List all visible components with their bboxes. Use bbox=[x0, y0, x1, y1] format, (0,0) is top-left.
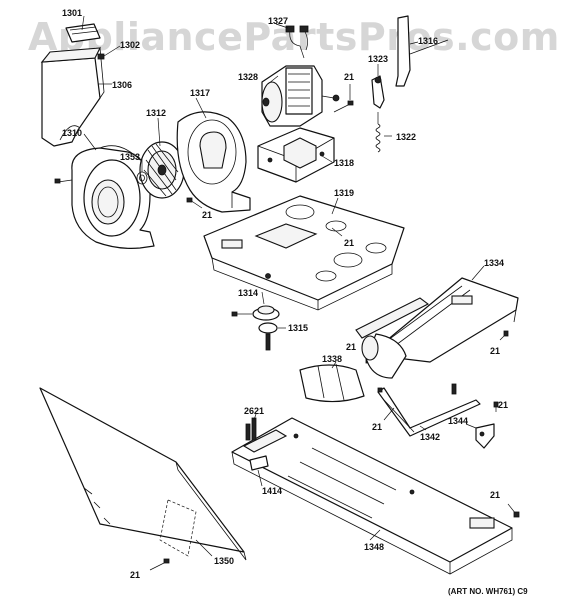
clip-screw bbox=[493, 401, 499, 412]
motor-screw bbox=[333, 100, 354, 113]
label-21-motor: 21 bbox=[344, 72, 354, 82]
blower-housing-1317 bbox=[176, 111, 251, 213]
label-1350: 1350 bbox=[214, 556, 234, 566]
rail-screw-right bbox=[499, 330, 509, 341]
label-1302: 1302 bbox=[120, 40, 140, 50]
front-panel-1350 bbox=[39, 387, 247, 561]
label-1353: 1353 bbox=[120, 152, 140, 162]
harness-1327 bbox=[285, 25, 309, 59]
blower-housing-1310 bbox=[71, 145, 155, 249]
label-1319: 1319 bbox=[334, 188, 354, 198]
art-number: (ART NO. WH761) C9 bbox=[448, 587, 528, 596]
label-1301: 1301 bbox=[62, 8, 82, 18]
base-screw-right bbox=[507, 503, 520, 518]
label-1315: 1315 bbox=[288, 323, 308, 333]
duct-1306 bbox=[40, 46, 105, 147]
base-1319 bbox=[203, 195, 405, 311]
motor-mount-1318 bbox=[257, 127, 335, 183]
label-1328: 1328 bbox=[238, 72, 258, 82]
label-1310: 1310 bbox=[62, 128, 82, 138]
idler-arm-1323 bbox=[371, 75, 385, 109]
label-1306: 1306 bbox=[112, 80, 132, 90]
base-pan-1348 bbox=[231, 417, 513, 575]
part-1414 bbox=[249, 455, 269, 471]
panel-screw bbox=[149, 558, 170, 571]
label-21-panel: 21 bbox=[130, 570, 140, 580]
label-1323: 1323 bbox=[368, 54, 388, 64]
label-1348: 1348 bbox=[364, 542, 384, 552]
label-1334: 1334 bbox=[484, 258, 504, 268]
label-21-bracket: 21 bbox=[372, 422, 382, 432]
screw-1310 bbox=[54, 178, 73, 184]
motor-1328 bbox=[261, 65, 340, 127]
label-2621: 2621 bbox=[244, 406, 264, 416]
clip-1344 bbox=[475, 423, 495, 449]
blower-wheel-1312 bbox=[139, 141, 185, 199]
label-1318: 1318 bbox=[334, 158, 354, 168]
label-1314: 1314 bbox=[238, 288, 258, 298]
label-1414: 1414 bbox=[262, 486, 282, 496]
belt-1316 bbox=[395, 15, 449, 87]
label-21-rail-left: 21 bbox=[346, 342, 356, 352]
label-21-clip: 21 bbox=[498, 400, 508, 410]
label-1338: 1338 bbox=[322, 354, 342, 364]
watermark-text: AppliancePartsPros.com bbox=[28, 15, 560, 59]
label-1316: 1316 bbox=[418, 36, 438, 46]
bracket-1301 bbox=[65, 23, 105, 60]
bracket-1342 bbox=[377, 383, 481, 437]
label-1317: 1317 bbox=[190, 88, 210, 98]
label-1344: 1344 bbox=[448, 416, 468, 426]
label-1312: 1312 bbox=[146, 108, 166, 118]
switch-2621 bbox=[245, 417, 257, 441]
label-1342: 1342 bbox=[420, 432, 440, 442]
leader-lines bbox=[81, 15, 485, 557]
glide-1314 bbox=[231, 305, 280, 321]
spring-1322 bbox=[375, 112, 381, 153]
label-21-blower: 21 bbox=[202, 210, 212, 220]
label-1322: 1322 bbox=[396, 132, 416, 142]
label-1327: 1327 bbox=[268, 16, 288, 26]
label-21-base: 21 bbox=[344, 238, 354, 248]
roller-1315 bbox=[258, 322, 278, 351]
label-21-base-right: 21 bbox=[490, 490, 500, 500]
duct-1338 bbox=[299, 333, 407, 403]
label-21-rail-right: 21 bbox=[490, 346, 500, 356]
screw-blower bbox=[186, 197, 203, 209]
base-screw bbox=[331, 227, 343, 237]
